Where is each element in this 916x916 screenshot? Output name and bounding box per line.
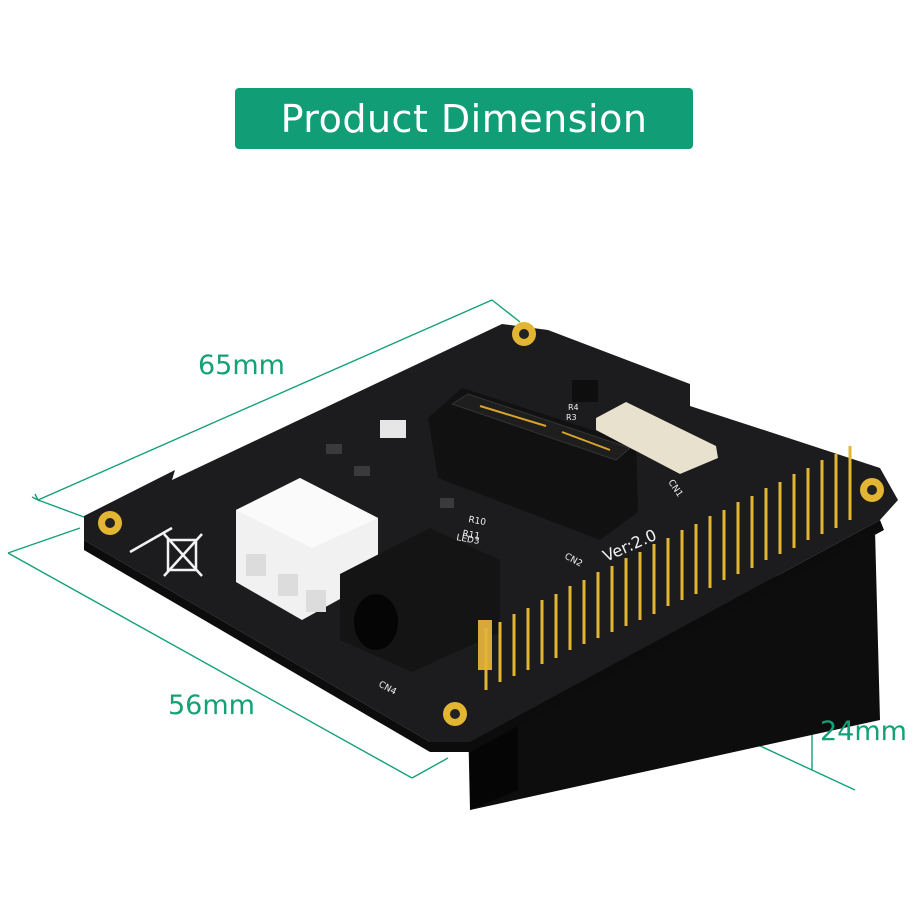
length-dimension-label: 65mm [198,350,285,381]
gpio-pins [484,446,852,690]
dc-barrel-jack [340,528,500,672]
weee-icon [129,526,203,577]
led3-label: LED3 [455,533,480,547]
page-title: Product Dimension [280,96,648,141]
r3-label: R3 [566,413,577,422]
r10-label: R10 [467,515,486,528]
mounting-holes [98,322,884,726]
width-dimension-label: 56mm [168,690,255,721]
height-dimension-label: 24mm [820,716,907,747]
r4-label: R4 [568,403,579,412]
r11-label: R11 [461,529,480,542]
fpc-connector [596,402,718,474]
title-badge: Product Dimension [235,88,693,149]
pcb-board [84,324,898,752]
pcie-slot [428,388,638,540]
smd-components [326,380,598,508]
